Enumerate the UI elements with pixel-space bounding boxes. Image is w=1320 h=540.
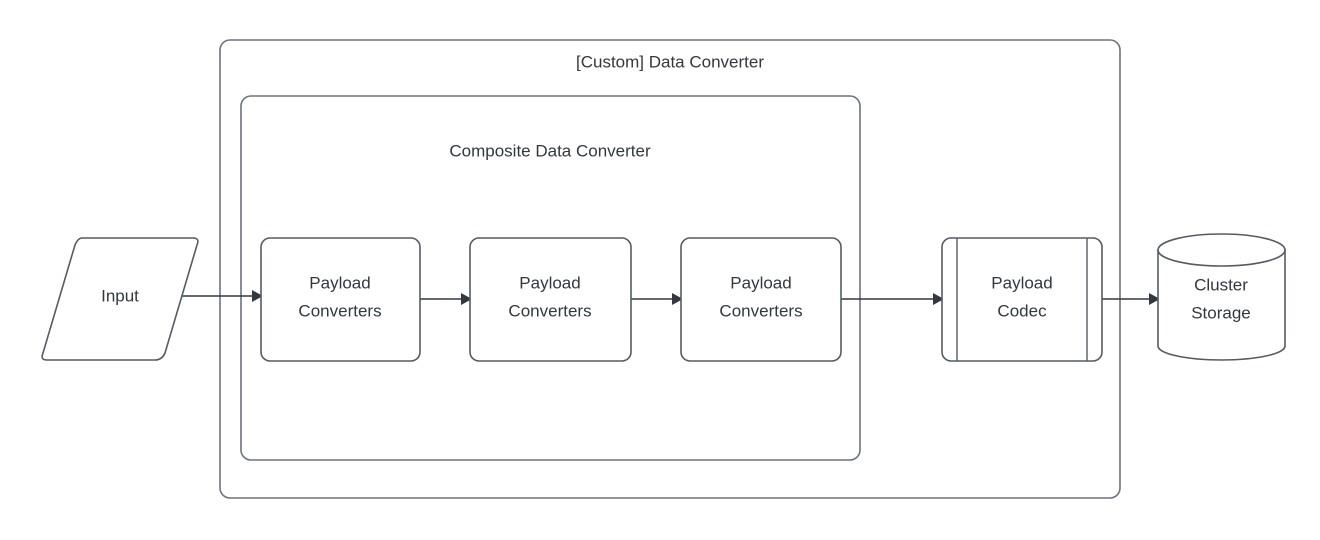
payload-converters-2-label-line1: Payload [519, 273, 580, 292]
cluster-storage-label-line2: Storage [1191, 303, 1251, 322]
connector-converter2-to-converter3 [631, 293, 683, 305]
connector-input-to-converter1 [170, 290, 263, 302]
payload-codec-label-line2: Codec [997, 301, 1047, 320]
payload-codec-label-line1: Payload [991, 273, 1052, 292]
node-payload-converters-3[interactable]: Payload Converters [680, 237, 842, 362]
cluster-storage-body[interactable] [1157, 249, 1286, 361]
node-payload-converters-2[interactable]: Payload Converters [469, 237, 632, 362]
arrow-head-icon [1149, 293, 1160, 305]
connector-codec-to-storage [1102, 293, 1160, 305]
node-cluster-storage[interactable]: Cluster Storage [1157, 233, 1286, 361]
connector-converter3-to-codec [841, 293, 944, 305]
arrow-head-icon [933, 293, 944, 305]
arrow-head-icon [252, 290, 263, 302]
payload-converters-2-label-line2: Converters [508, 301, 591, 320]
arrow-head-icon [672, 293, 683, 305]
node-payload-codec[interactable]: Payload Codec [941, 237, 1103, 362]
cluster-storage-top-ellipse [1157, 233, 1286, 267]
arrow-head-icon [461, 293, 472, 305]
input-label: Input [101, 286, 139, 305]
composite-data-converter-label: Composite Data Converter [449, 141, 651, 160]
payload-converters-1-box[interactable] [260, 237, 421, 362]
payload-converters-2-box[interactable] [469, 237, 632, 362]
cluster-storage-label-line1: Cluster [1194, 275, 1248, 294]
input-parallelogram[interactable] [41, 237, 199, 361]
payload-converters-1-label-line2: Converters [298, 301, 381, 320]
connector-converter1-to-converter2 [420, 293, 472, 305]
payload-codec-box[interactable] [941, 237, 1103, 362]
payload-converters-1-label-line1: Payload [309, 273, 370, 292]
node-input[interactable]: Input [41, 237, 199, 361]
payload-converters-3-label-line2: Converters [719, 301, 802, 320]
payload-converters-3-label-line1: Payload [730, 273, 791, 292]
node-payload-converters-1[interactable]: Payload Converters [260, 237, 421, 362]
payload-converters-3-box[interactable] [680, 237, 842, 362]
custom-data-converter-label: [Custom] Data Converter [576, 52, 764, 71]
